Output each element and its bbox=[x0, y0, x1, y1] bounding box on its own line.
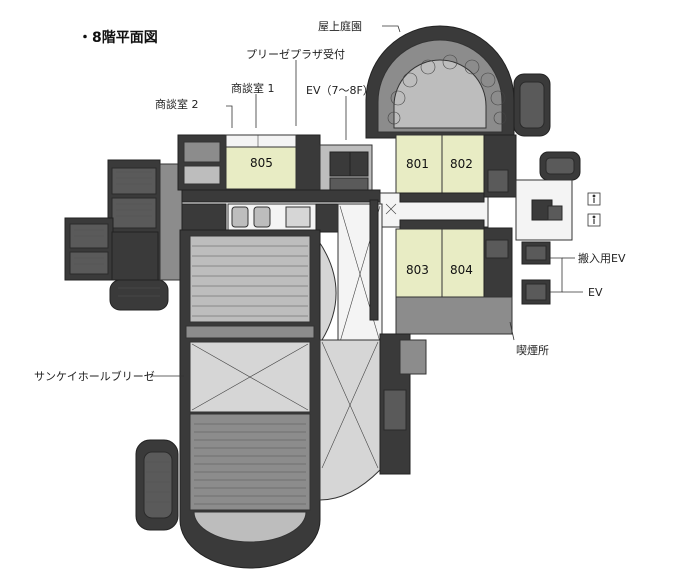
stair-southwest bbox=[135, 439, 179, 531]
right-core bbox=[395, 134, 517, 335]
rooftop-garden-label: 屋上庭園 bbox=[318, 19, 362, 33]
room-805[interactable]: 805 bbox=[225, 134, 297, 190]
corridor-north bbox=[181, 189, 381, 233]
restroom-icon bbox=[587, 213, 601, 227]
rooftop-garden bbox=[365, 25, 551, 139]
room-803-label: 803 bbox=[406, 263, 429, 277]
corridor-central bbox=[379, 192, 489, 230]
room-802[interactable]: 802 bbox=[441, 134, 485, 194]
hall-foyer bbox=[319, 333, 427, 501]
plaza-reception-label: プリーゼプラザ受付 bbox=[246, 48, 345, 61]
ev-label: EV bbox=[588, 286, 603, 299]
hall-main bbox=[179, 229, 321, 569]
meeting-room-2-label: 商談室 2 bbox=[155, 97, 199, 111]
right-wing bbox=[515, 151, 601, 305]
room-802-label: 802 bbox=[450, 157, 473, 171]
ev-7-8f-label: EV（7〜8F） bbox=[306, 84, 374, 97]
room-805-label: 805 bbox=[250, 156, 273, 170]
freight-ev-label: 搬入用EV bbox=[578, 251, 626, 265]
room-804-label: 804 bbox=[450, 263, 473, 277]
page-title: ・8階平面図 bbox=[78, 29, 158, 46]
meeting-room-1-label: 商談室 1 bbox=[231, 81, 275, 95]
leader-lines bbox=[152, 25, 583, 377]
left-wing bbox=[64, 159, 183, 311]
room-803[interactable]: 803 bbox=[395, 228, 443, 298]
room-801[interactable]: 801 bbox=[395, 134, 443, 194]
smoking-room-label: 喫煙所 bbox=[516, 344, 549, 357]
room-801-label: 801 bbox=[406, 157, 429, 171]
hall-label: サンケイホールブリーゼ bbox=[34, 369, 155, 383]
room-804[interactable]: 804 bbox=[441, 228, 485, 298]
elevator-core-7-8f bbox=[319, 144, 373, 194]
restroom-icon bbox=[587, 192, 601, 206]
lobby-east bbox=[317, 199, 383, 345]
